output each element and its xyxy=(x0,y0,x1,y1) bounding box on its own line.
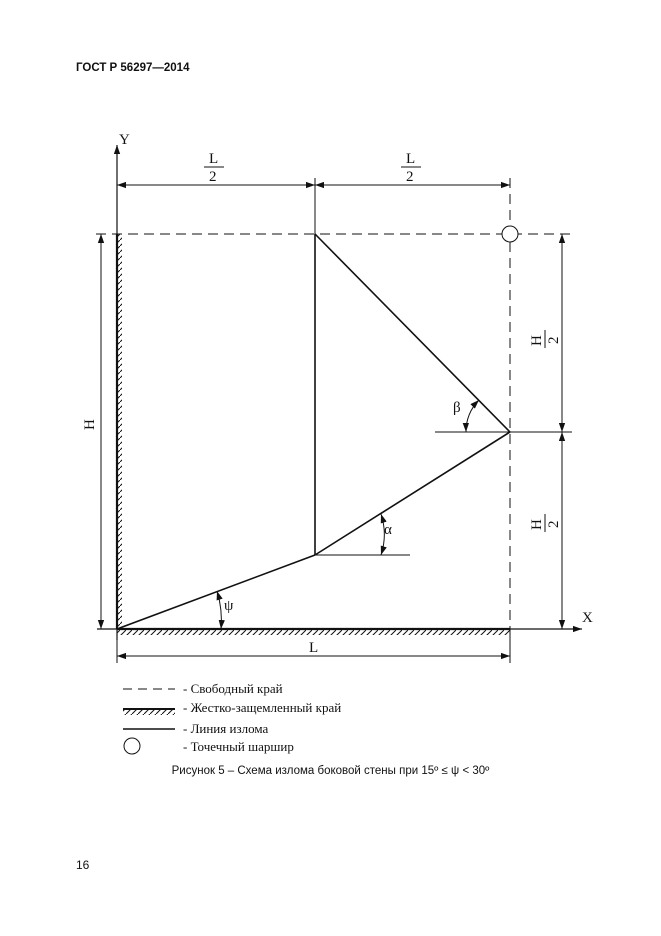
beta-angle-label: β xyxy=(453,400,461,416)
svg-text:2: 2 xyxy=(546,337,562,345)
alpha-angle-arc xyxy=(380,513,387,556)
alpha-angle-label: α xyxy=(384,522,392,538)
y-axis-label: Y xyxy=(119,132,130,148)
dim-half-L-left-num: L xyxy=(209,151,218,167)
svg-text:2: 2 xyxy=(546,521,562,529)
legend-clamped-edge-text: - Жестко-защемленный край xyxy=(183,700,341,715)
svg-text:H: H xyxy=(529,335,545,346)
psi-angle-arc xyxy=(216,590,225,630)
psi-angle-label: ψ xyxy=(224,598,234,614)
legend-clamped-edge-hatch xyxy=(123,709,175,715)
fold-line-lower-diagonal xyxy=(116,554,316,630)
fold-line-middle-diagonal xyxy=(314,431,511,556)
dim-half-H-top-label: H 2 xyxy=(529,330,562,348)
dim-L-label: L xyxy=(309,640,318,656)
legend-point-hinge-text: - Точечный шаршир xyxy=(183,739,294,754)
dim-half-L-right-den: 2 xyxy=(406,169,414,185)
x-axis-label: X xyxy=(582,610,593,626)
figure-caption: Рисунок 5 – Схема излома боковой стены п… xyxy=(171,765,490,777)
dim-half-L-right-num: L xyxy=(406,151,415,167)
legend-free-edge-text: - Свободный край xyxy=(183,681,283,696)
legend-fold-line-text: - Линия излома xyxy=(183,721,268,736)
beta-angle-arc xyxy=(462,399,480,433)
dim-H-label: H xyxy=(82,419,98,430)
dim-half-L-left-den: 2 xyxy=(209,169,217,185)
clamped-edge-bottom-hatch xyxy=(117,629,510,635)
clamped-edge-left-hatch xyxy=(117,234,122,629)
page-number: 16 xyxy=(76,858,90,872)
fold-line-top-diagonal xyxy=(314,233,511,433)
point-hinge-symbol xyxy=(501,225,519,243)
document-code: ГОСТ Р 56297—2014 xyxy=(76,62,190,74)
svg-text:H: H xyxy=(529,519,545,530)
legend-point-hinge-symbol xyxy=(123,737,141,755)
dim-half-H-bottom-label: H 2 xyxy=(529,514,562,532)
